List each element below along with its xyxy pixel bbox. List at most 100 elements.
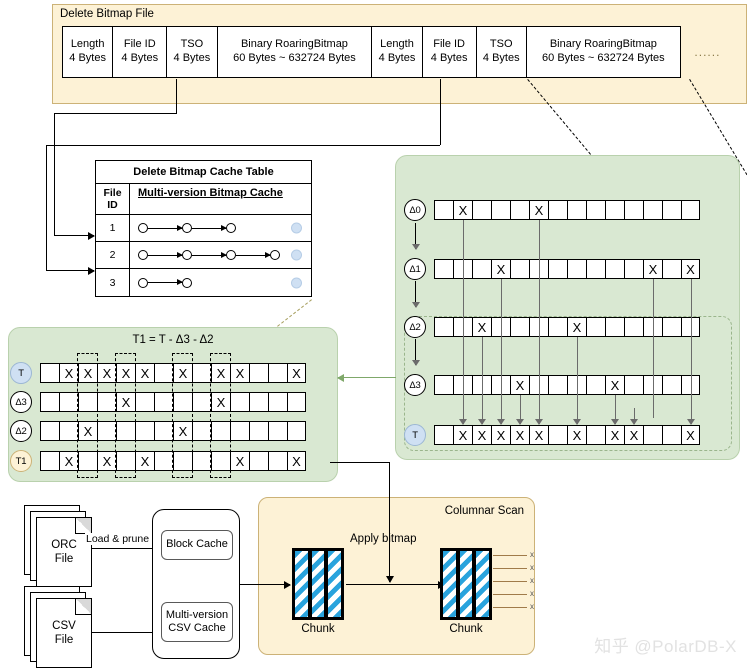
mark-propagation-line [519,395,521,418]
bitmap-cell [662,317,681,337]
bitmap-cell [78,363,97,383]
bitmap-cell [624,317,643,337]
delta-sequence-arrow [411,223,420,250]
chunk-output-label: Chunk [449,623,483,635]
row-2-version-chain [130,269,311,296]
bitmap-cell [510,375,529,395]
mark-propagation-line [652,279,654,418]
subtraction-row-T1 [40,451,306,471]
version-node [138,277,148,288]
mark-propagation-line [462,220,464,418]
bitmap-cell [154,421,173,441]
bitmap-cell [287,421,306,441]
bitmap-cell [605,200,624,220]
filtered-row-line [493,555,527,556]
delta-row-delta0 [434,200,700,220]
cache-table-header-bitmap-cache: Multi-version Bitmap Cache [138,187,283,199]
mark-propagation-line [614,395,616,418]
mark-propagation-line [459,408,467,425]
delta-sequence-arrow [411,339,420,366]
bitmap-cell [192,451,211,471]
bitmap-cell [662,259,681,279]
bitmap-cell [230,421,249,441]
columnar-scan-title: Columnar Scan [444,505,524,517]
bitmap-cell [491,200,510,220]
bitmap-cell [548,200,567,220]
bitmap-cell [548,259,567,279]
version-node [138,250,148,261]
cache-container: Block Cache Multi-version CSV Cache [152,509,240,659]
bitmap-cell [681,259,700,279]
connector-fileid-2-arrow [46,266,95,275]
record-1-length-field: Length 4 Bytes [371,26,422,78]
bitmap-cell [472,200,491,220]
version-node [226,250,236,261]
bitmap-cell [40,392,59,412]
filtered-row-mark: x [530,589,534,598]
bitmap-cell [472,317,491,337]
bitmap-cell [586,317,605,337]
mark-propagation-line [687,408,695,425]
delta-row-delta3 [434,375,700,395]
page-fold-icon [75,599,91,615]
chunk-input-block [292,548,344,620]
apply-bitmap-label: Apply bitmap [350,533,417,545]
bitmap-cell [586,425,605,445]
multi-version-csv-cache[interactable]: Multi-version CSV Cache [161,602,233,642]
bitmap-cell [624,375,643,395]
bitmap-cell [567,425,586,445]
chunk-column [442,550,457,618]
connector-fileid-1-drop [54,113,55,235]
chunk-column [475,550,491,618]
bitmap-cell [59,392,78,412]
table-row[interactable]: 2 [96,242,311,270]
orc-file[interactable]: ORC File [36,517,92,587]
version-node [182,277,192,288]
record-1-binary-field: Binary RoaringBitmap 60 Bytes ~ 632724 B… [525,26,681,78]
filtered-row-line [493,568,527,569]
bitmap-cell [287,392,306,412]
bitmap-label-delta0: Δ0 [404,199,426,221]
bitmap-cell [173,451,192,471]
mark-propagation-line [516,408,524,425]
bitmap-cell [78,451,97,471]
block-cache[interactable]: Block Cache [161,530,233,560]
bitmap-cell [491,425,510,445]
bitmap-cell [548,375,567,395]
bitmap-cell [230,363,249,383]
version-link [192,251,227,258]
bitmap-cell [434,317,453,337]
cancelled-column-bracket [115,353,136,478]
cache-table-header-row: File ID Multi-version Bitmap Cache [96,184,311,216]
bitmap-cell [434,425,453,445]
bitmap-cell [40,451,59,471]
bitmap-cell [135,363,154,383]
bitmap-cell [230,451,249,471]
filtered-row-mark: x [530,602,534,611]
bitmap-cell [154,392,173,412]
record-1-tso-field: TSO 4 Bytes [475,26,526,78]
orc-to-block-cache-arrow [92,544,159,553]
table-row[interactable]: 1 [96,215,311,243]
row-0-version-chain [130,215,311,241]
version-node [182,223,192,234]
chunk-column [458,550,474,618]
delete-bitmap-cache-table: Delete Bitmap Cache Table File ID Multi-… [95,160,312,298]
bitmap-cell [59,451,78,471]
mark-propagation-line [690,279,692,418]
filtered-row-mark: x [530,550,534,559]
bitmap-cell [624,200,643,220]
pending-version-badge [291,222,302,234]
bitmap-cell [453,425,472,445]
csv-file[interactable]: CSV File [36,598,92,668]
bitmap-cell [681,425,700,445]
record-0-binary-field: Binary RoaringBitmap 60 Bytes ~ 632724 B… [216,26,372,78]
bitmap-cell [135,392,154,412]
bitmap-cell [249,363,268,383]
subtraction-row-delta3 [40,392,306,412]
row-1-file-id: 2 [96,242,130,269]
table-row[interactable]: 3 [96,269,311,297]
watermark: 知乎 @PolarDB-X [594,637,737,656]
bitmap-cell [548,317,567,337]
chunk-column [327,550,343,618]
